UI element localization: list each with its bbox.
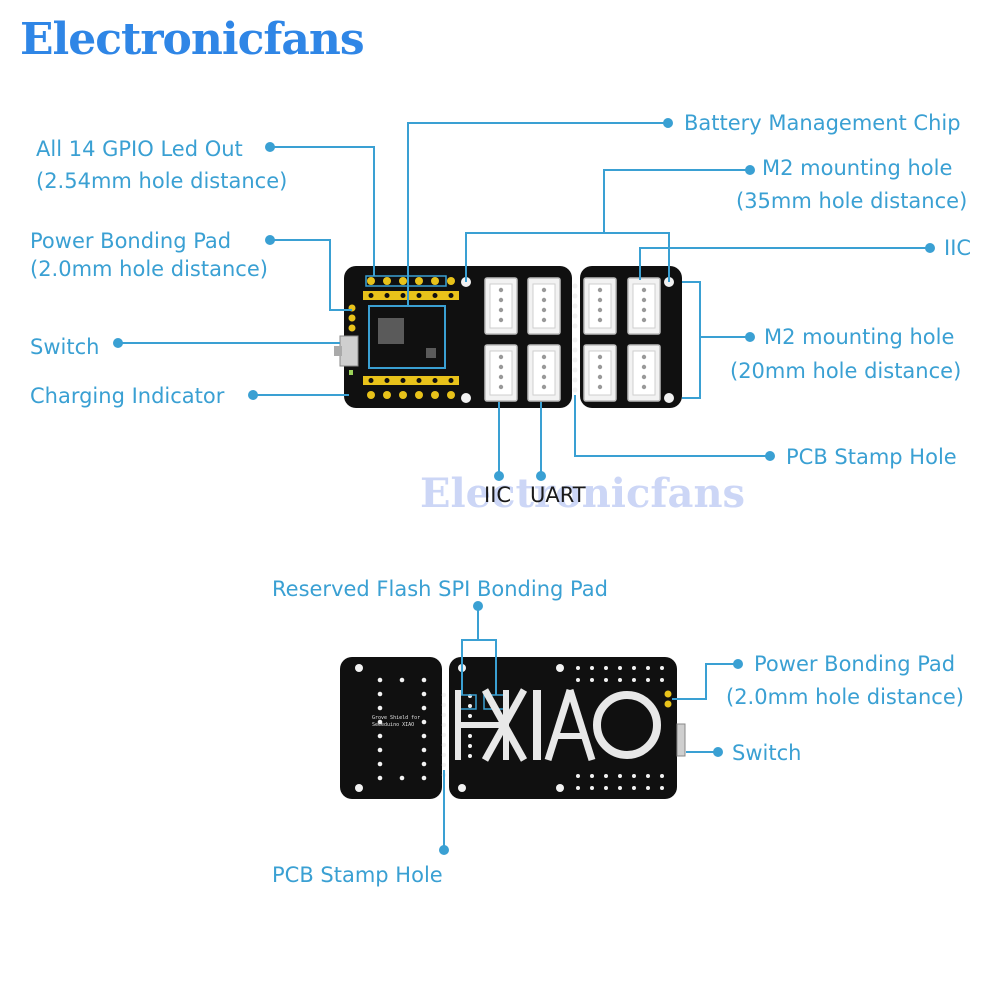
label-gpio-line1: All 14 GPIO Led Out <box>36 137 243 161</box>
label-m2-20-line1: M2 mounting hole <box>764 325 955 349</box>
label-iic-bottom: IIC <box>484 483 512 507</box>
svg-text:Seeeduino XIAO: Seeeduino XIAO <box>372 722 414 728</box>
bottom-board-left: Grove Shield for Seeeduino XIAO <box>340 657 447 799</box>
power-pad-2 <box>348 314 356 322</box>
back-switch <box>676 723 686 757</box>
xiao-logo <box>455 688 661 762</box>
label-power-pad-line2: (2.0mm hole distance) <box>30 257 268 281</box>
top-header-pads <box>363 275 459 300</box>
back-power-pad-1 <box>664 690 672 698</box>
label-m2-35-line2: (35mm hole distance) <box>736 189 968 213</box>
label-switch: Switch <box>30 335 100 359</box>
label-power-pad-line1: Power Bonding Pad <box>30 229 232 253</box>
brand-logo: Electronicfans <box>20 14 365 65</box>
label-battery-chip: Battery Management Chip <box>684 111 961 135</box>
bottom-header-pads <box>363 376 459 399</box>
charging-led <box>349 370 353 375</box>
watermark: Electronicfans <box>420 470 746 517</box>
battery-chip <box>378 318 404 344</box>
top-board-left <box>334 266 578 408</box>
top-leader-dots <box>113 118 935 481</box>
label-gpio-line2: (2.54mm hole distance) <box>36 169 288 193</box>
label-stamp-hole-top: PCB Stamp Hole <box>786 445 957 469</box>
bottom-leader-lines <box>443 606 738 850</box>
power-pad-3 <box>348 324 356 332</box>
switch-component <box>339 335 359 367</box>
label-uart-bottom: UART <box>530 483 586 507</box>
label-back-power-pad-line1: Power Bonding Pad <box>754 652 956 676</box>
label-m2-35-line1: M2 mounting hole <box>762 156 953 180</box>
top-leader-lines <box>118 122 930 476</box>
label-back-power-pad-line2: (2.0mm hole distance) <box>726 685 964 709</box>
label-back-switch: Switch <box>732 741 802 765</box>
bottom-leader-dots <box>439 601 743 855</box>
back-power-pad-2 <box>664 700 672 708</box>
label-iic-right: IIC <box>944 236 972 260</box>
label-flash-spi: Reserved Flash SPI Bonding Pad <box>272 577 608 601</box>
label-m2-20-line2: (20mm hole distance) <box>730 359 962 383</box>
silk-text: Grove Shield for <box>372 715 420 721</box>
top-board-right <box>580 266 682 408</box>
label-charging-indicator: Charging Indicator <box>30 384 225 408</box>
label-stamp-hole-bottom: PCB Stamp Hole <box>272 863 443 887</box>
